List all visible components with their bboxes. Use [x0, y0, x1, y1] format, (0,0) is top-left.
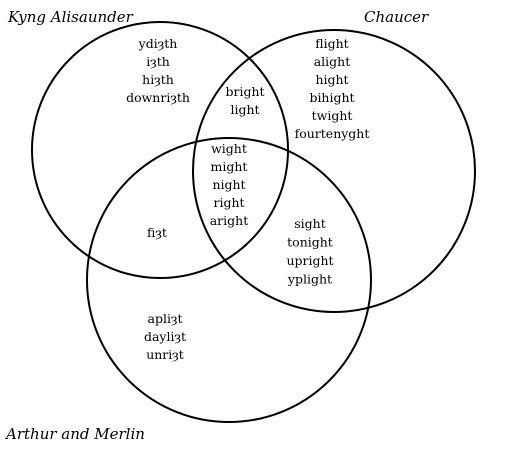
- word-a-only: iȝth: [146, 54, 170, 69]
- word-b-only: flight: [315, 36, 348, 51]
- word-abc: right: [213, 195, 244, 210]
- word-a-only: ydiȝth: [138, 36, 178, 51]
- set-label-chaucer: Chaucer: [364, 8, 429, 26]
- word-b-only: hight: [315, 72, 348, 87]
- word-abc: aright: [210, 213, 249, 228]
- word-a-only: hiȝth: [142, 72, 174, 87]
- word-b-only: bihight: [309, 90, 354, 105]
- word-b-only: twight: [312, 108, 353, 123]
- set-label-arthur-and-merlin: Arthur and Merlin: [4, 425, 145, 443]
- word-b-only: fourtenyght: [295, 126, 370, 141]
- word-bc-only: upright: [286, 253, 333, 268]
- word-abc: might: [211, 159, 248, 174]
- word-c-only: apliȝt: [148, 311, 183, 326]
- word-bc-only: sight: [294, 216, 326, 231]
- word-a-only: downriȝth: [126, 90, 190, 105]
- set-circle-arthur-and-merlin: [86, 137, 372, 423]
- word-bc-only: tonight: [287, 235, 333, 250]
- word-ac-only: fiȝt: [147, 225, 167, 240]
- set-circle-chaucer: [192, 29, 476, 313]
- word-bc-only: yplight: [287, 272, 332, 287]
- word-c-only: dayliȝt: [144, 329, 186, 344]
- word-c-only: unriȝt: [146, 347, 184, 362]
- word-ab-only: light: [230, 102, 259, 117]
- word-ab-only: bright: [225, 84, 264, 99]
- set-label-kyng-alisaunder: Kyng Alisaunder: [7, 8, 134, 26]
- region-word-lists: ydiȝth iȝth hiȝth downriȝth flight alight high…: [126, 36, 369, 362]
- word-abc: night: [212, 177, 245, 192]
- word-b-only: alight: [314, 54, 351, 69]
- word-abc: wight: [211, 141, 247, 156]
